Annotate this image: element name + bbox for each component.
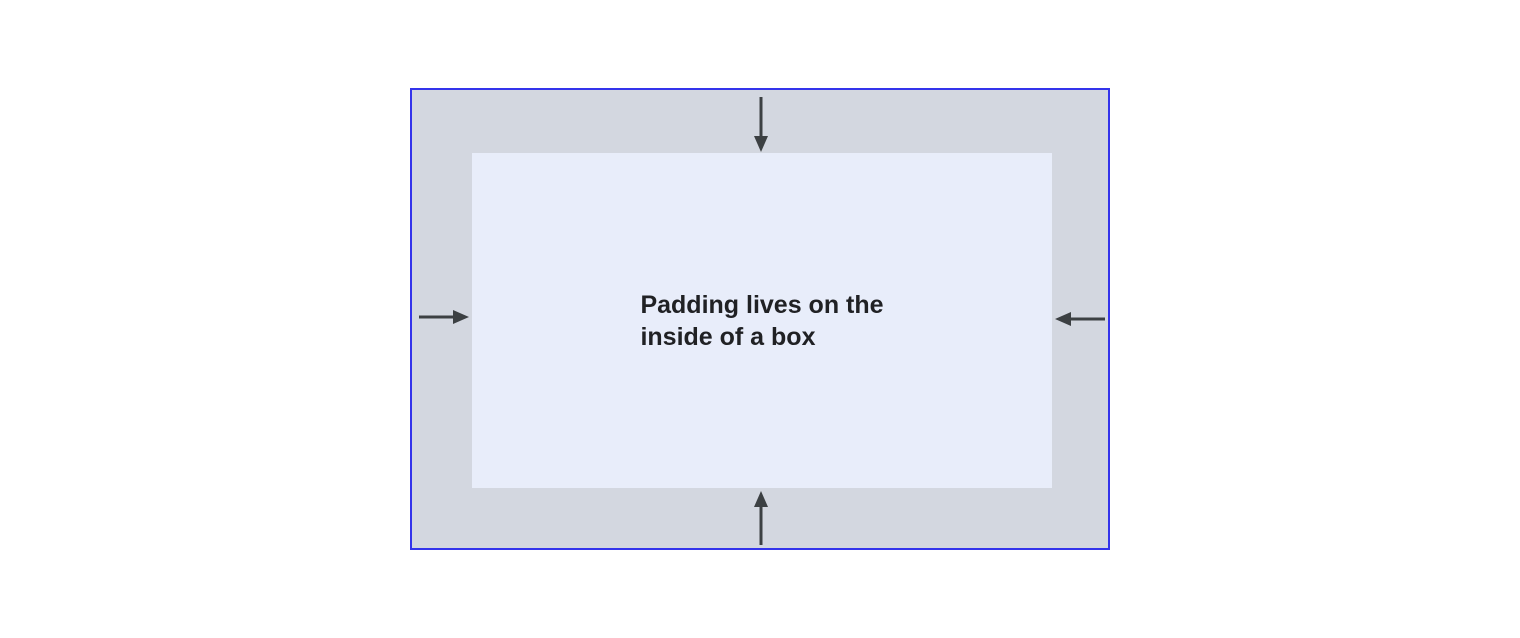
padding-label: Padding lives on the inside of a box [640,289,883,353]
arrow-right-icon [419,310,469,324]
padding-area-box: Padding lives on the inside of a box [410,88,1110,550]
arrow-down-icon [754,97,768,152]
content-box: Padding lives on the inside of a box [472,153,1052,488]
arrow-up-icon [754,491,768,545]
padding-label-line1: Padding lives on the [640,290,884,319]
arrow-left-icon [1055,312,1105,326]
padding-label-line2: inside of a box [640,322,816,351]
